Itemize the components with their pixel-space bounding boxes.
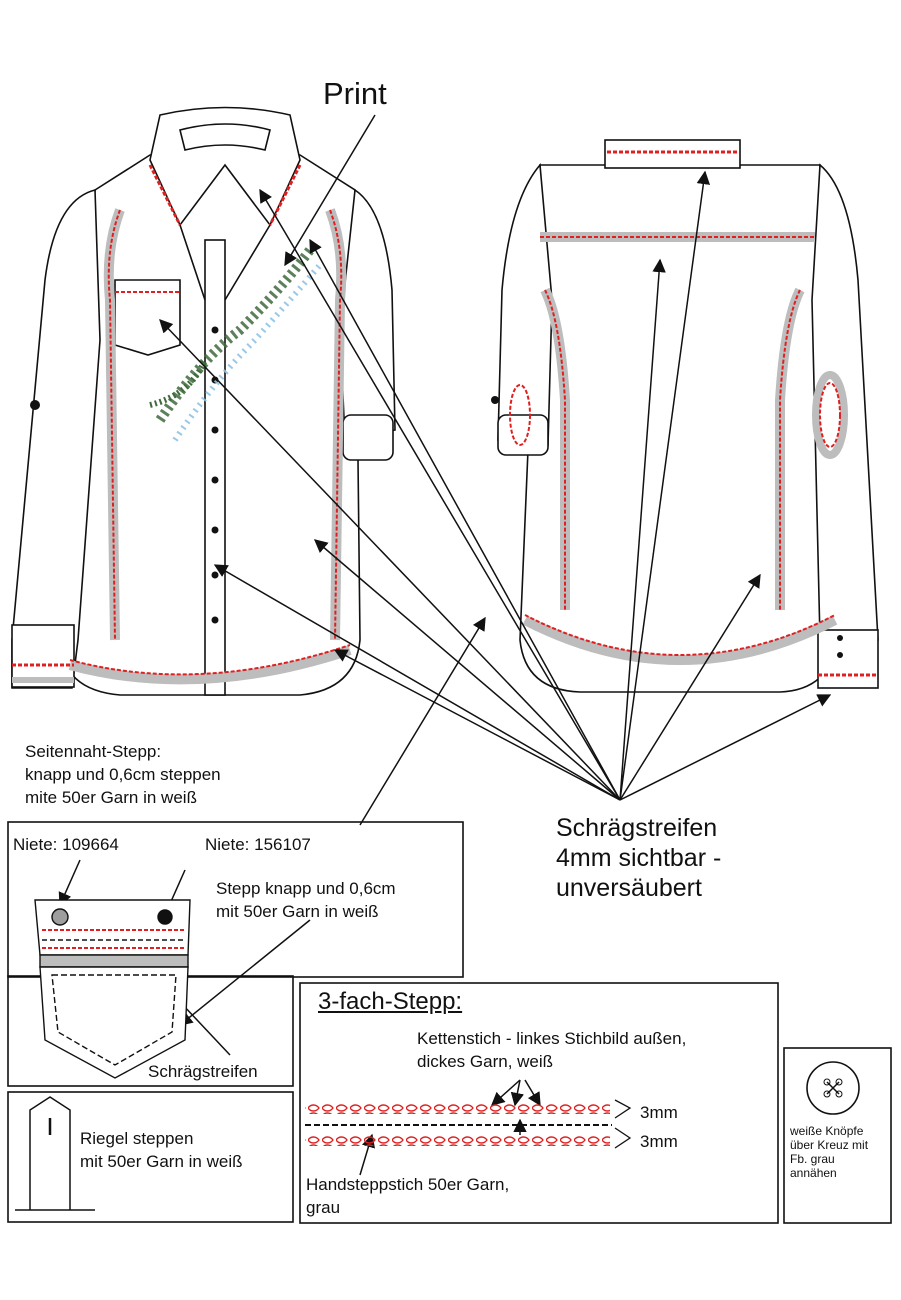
stepp-title: 3-fach-Stepp:	[318, 988, 463, 1015]
kettenstich-label-line1: Kettenstich - linkes Stichbild außen,	[417, 1029, 687, 1048]
handsteppstich-label-line1: Handsteppstich 50er Garn,	[306, 1175, 510, 1194]
riegel-detail-box	[7, 1091, 294, 1223]
schraegstreifen-label-line1: Schrägstreifen	[556, 814, 718, 842]
stitch-sample	[305, 1099, 632, 1149]
front-shirt	[11, 106, 396, 696]
niete-left-label: Niete: 109664	[13, 835, 119, 854]
floral-print	[149, 246, 323, 442]
riegel-label-line2: mit 50er Garn in weiß	[80, 1152, 243, 1171]
front-trims	[12, 164, 352, 685]
button-note-line4: annähen	[790, 1166, 837, 1180]
back-left-cuff-roll	[497, 414, 549, 456]
seitennaht-label-title: Seitennaht-Stepp:	[25, 742, 162, 761]
seitennaht-label-line3: mite 50er Garn in weiß	[25, 788, 197, 807]
back-right-cuff	[817, 629, 879, 689]
pocket-stepp-line2: mit 50er Garn in weiß	[216, 902, 379, 921]
pocket-schraeg-label: Schrägstreifen	[148, 1062, 258, 1081]
back-yoke-collar	[604, 139, 741, 169]
mm-bottom-label: 3mm	[640, 1132, 678, 1151]
callout-arrows	[58, 114, 832, 1176]
button-note-line1: weiße Knöpfe	[790, 1124, 864, 1138]
button-note-line3: Fb. grau	[790, 1152, 835, 1166]
mm-top-label: 3mm	[640, 1103, 678, 1122]
pocket-detail-drawing	[34, 899, 191, 1079]
back-buttons	[491, 396, 843, 658]
front-left-sleeve	[11, 188, 101, 689]
back-left-sleeve	[497, 163, 553, 446]
print-label: Print	[323, 76, 387, 111]
back-trims	[509, 150, 878, 677]
front-placket	[204, 239, 226, 696]
front-left-cuff	[11, 624, 75, 688]
pocket-detail-box	[7, 821, 464, 978]
button-icon	[806, 1061, 860, 1115]
stepp-detail-box	[299, 982, 779, 1224]
schraegstreifen-label-line3: unversäubert	[556, 874, 702, 902]
pocket-stepp-line1: Stepp knapp und 0,6cm	[216, 879, 396, 898]
kettenstich-label-line2: dickes Garn, weiß	[417, 1052, 554, 1071]
button-detail-box	[783, 1047, 892, 1224]
riegel-drawing	[15, 1096, 95, 1211]
riegel-label-line1: Riegel steppen	[80, 1129, 194, 1148]
schraegstreifen-label-line2: 4mm sichtbar -	[556, 844, 722, 872]
handsteppstich-label-line2: grau	[306, 1198, 341, 1217]
seitennaht-label-line2: knapp und 0,6cm steppen	[25, 765, 221, 784]
front-right-cuff-roll	[342, 414, 394, 461]
button-note-line2: über Kreuz mit	[790, 1138, 869, 1152]
niete-right-label: Niete: 156107	[205, 835, 311, 854]
